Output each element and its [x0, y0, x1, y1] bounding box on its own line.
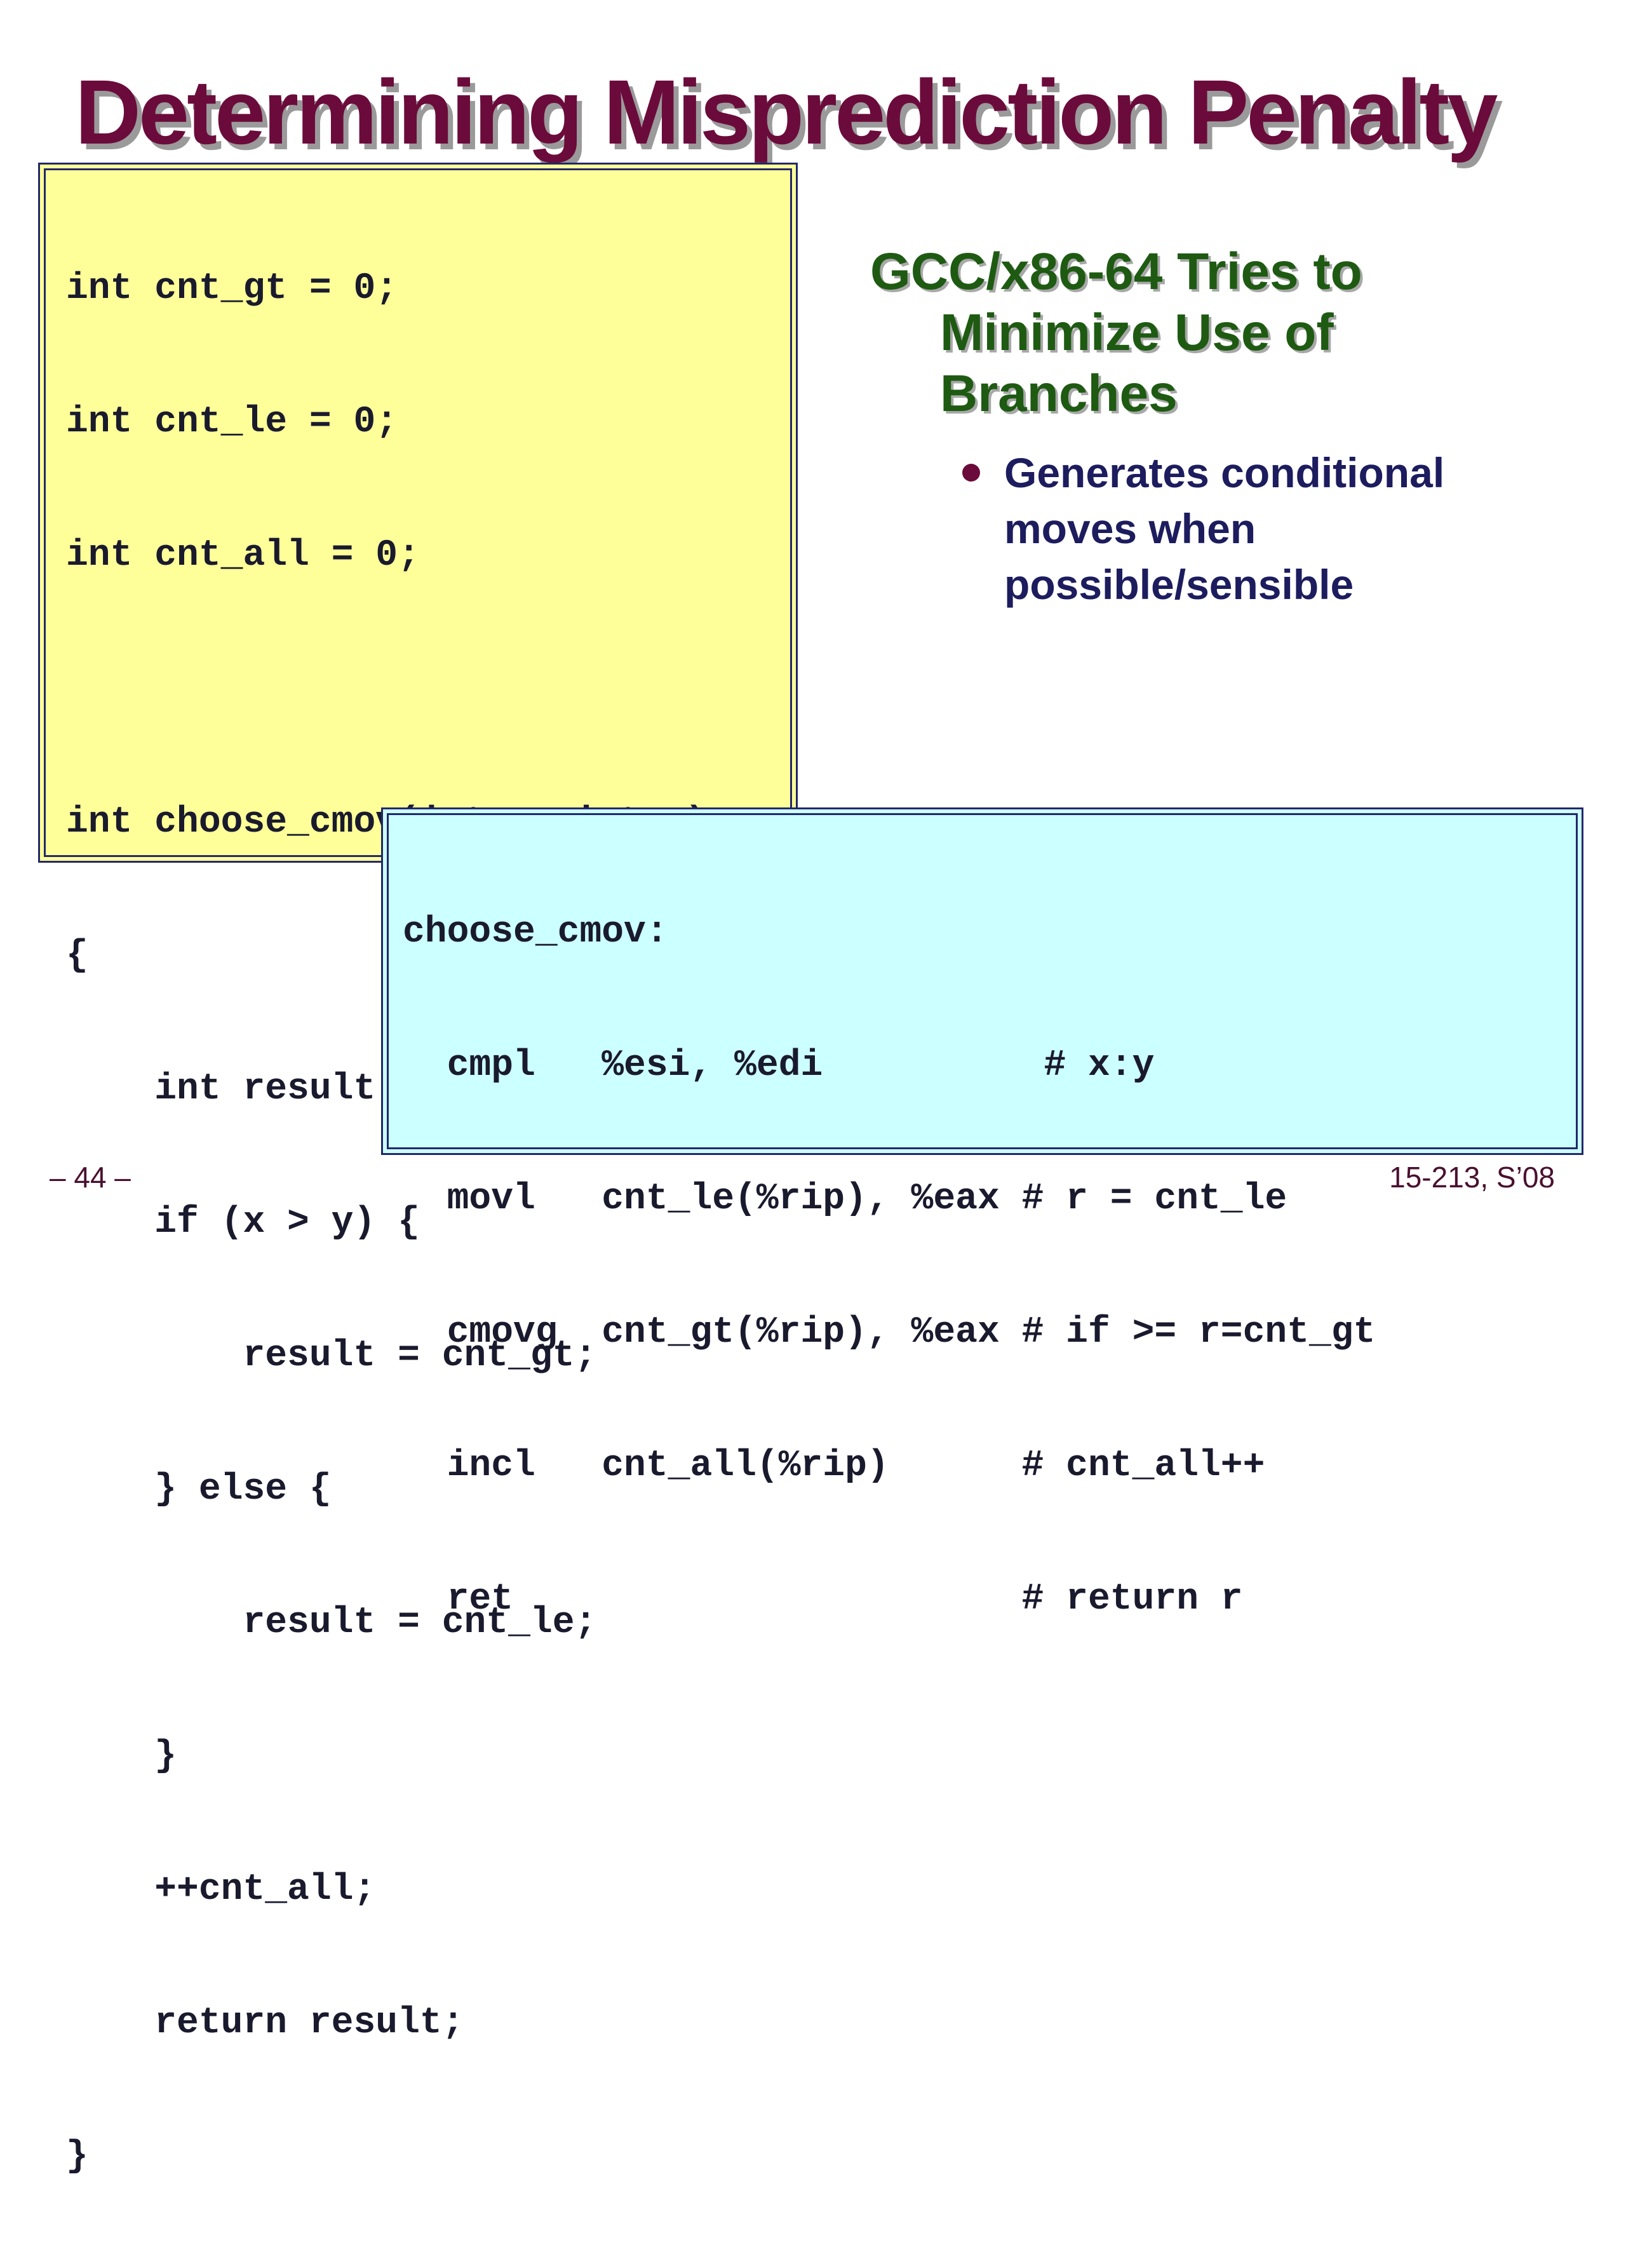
assembly-code-listing: choose_cmov: cmpl %esi, %edi # x:y movl … — [403, 821, 1375, 1711]
side-heading: GCC/x86-64 Tries to Minimize Use of Bran… — [870, 241, 1505, 424]
c-code-line: int cnt_all = 0; — [66, 535, 420, 576]
c-code-line: int result; — [66, 1069, 398, 1110]
side-heading-line: GCC/x86-64 Tries to — [870, 243, 1362, 300]
assembly-code-line: cmpl %esi, %edi # x:y — [403, 1045, 1155, 1086]
c-code-box: int cnt_gt = 0; int cnt_le = 0; int cnt_… — [38, 163, 798, 2177]
c-code-line: ++cnt_all; — [66, 1869, 376, 1910]
assembly-code-line: ret # return r — [403, 1579, 1243, 1620]
side-heading-line: Minimize Use of — [940, 304, 1334, 361]
bullet-text-line: Generates conditional — [1004, 449, 1445, 496]
assembly-code-box-inner-border: choose_cmov: cmpl %esi, %edi # x:y movl … — [387, 813, 1578, 1620]
c-code-line: } — [66, 1736, 177, 1777]
assembly-code-line: incl cnt_all(%rip) # cnt_all++ — [403, 1445, 1265, 1487]
side-heading-line: Branches — [940, 365, 1178, 422]
bullet-text-line: moves when — [1004, 505, 1256, 552]
bullet-text-line: possible/sensible — [1004, 561, 1354, 608]
c-code-box-inner-border: int cnt_gt = 0; int cnt_le = 0; int cnt_… — [44, 168, 792, 2177]
bullet-dot-icon — [962, 464, 980, 482]
c-code-line — [66, 667, 707, 712]
c-code-line: int cnt_le = 0; — [66, 402, 398, 443]
c-code-line: return result; — [66, 2002, 464, 2044]
c-code-line: { — [66, 935, 88, 976]
assembly-code-line: movl cnt_le(%rip), %eax # r = cnt_le — [403, 1178, 1287, 1220]
c-code-line: int cnt_gt = 0; — [66, 268, 398, 309]
course-label: 15-213, S’08 — [1389, 1161, 1555, 1194]
slide-title: Determining Misprediction Penalty — [75, 61, 1498, 163]
bullet-item: Generates conditional moves when possibl… — [962, 445, 1566, 612]
page-number: – 44 – — [50, 1161, 131, 1194]
c-code-line: } — [66, 2136, 88, 2177]
bullet-text: Generates conditional moves when possibl… — [962, 445, 1566, 612]
assembly-code-line: cmovg cnt_gt(%rip), %eax # if >= r=cnt_g… — [403, 1312, 1376, 1353]
assembly-code-line: choose_cmov: — [403, 912, 668, 953]
assembly-code-box: choose_cmov: cmpl %esi, %edi # x:y movl … — [381, 807, 1583, 1620]
